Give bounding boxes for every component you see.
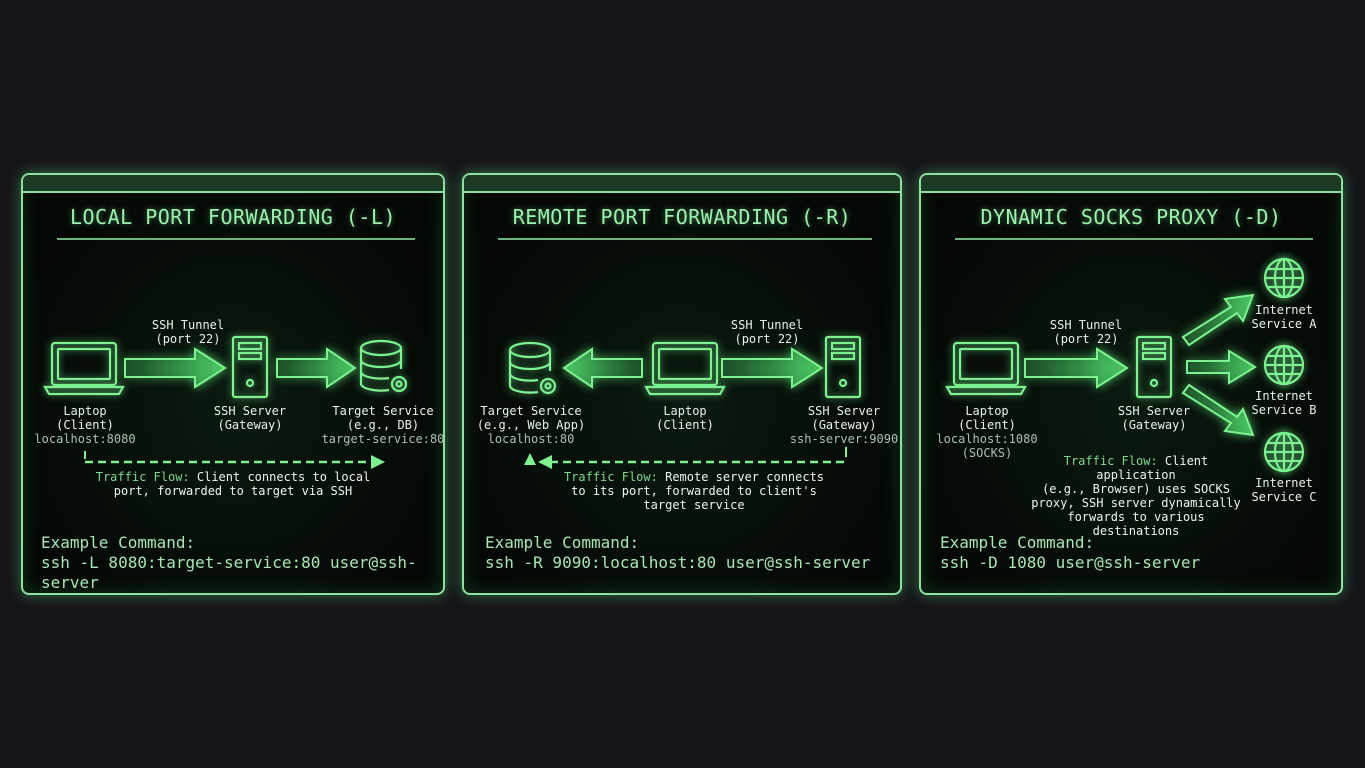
tunnel-label: SSH Tunnel(port 22) (730, 318, 804, 346)
command-label: Example Command: (485, 533, 640, 552)
tunnel-label: SSH Tunnel(port 22) (151, 318, 225, 346)
server-icon (1135, 335, 1173, 399)
tunnel-arrow (1024, 347, 1129, 389)
title-divider (955, 238, 1313, 240)
fanout-arrows (1181, 293, 1257, 437)
command-text: ssh -L 8080:target-service:80 user@ssh-s… (41, 553, 417, 592)
panel-local-forwarding: LOCAL PORT FORWARDING (-L) SSH Tunnel(po… (21, 173, 445, 595)
node-server-label: SSH Server(Gateway) (1117, 404, 1191, 432)
node-target-label: Target Service(e.g., Web App) localhost:… (476, 404, 586, 446)
globe-icon (1263, 431, 1305, 473)
server-icon (231, 335, 269, 399)
command-label: Example Command: (41, 533, 196, 552)
globe-icon (1263, 344, 1305, 386)
node-laptop-label: Laptop(Client) localhost:8080 (34, 404, 136, 446)
title-divider (498, 238, 872, 240)
traffic-flow-text: Traffic Flow: Remote server connects to … (563, 470, 825, 512)
laptop-icon (644, 341, 726, 396)
panel-titlebar (464, 175, 900, 193)
panel-title: LOCAL PORT FORWARDING (-L) (69, 205, 397, 229)
laptop-icon (43, 341, 125, 396)
example-command: Example Command: ssh -D 1080 user@ssh-se… (940, 533, 1200, 573)
forward-arrow (276, 347, 357, 389)
traffic-flow-text: Traffic Flow: Client connects to local p… (95, 470, 371, 498)
database-icon (359, 339, 408, 393)
tunnel-arrow (124, 347, 227, 389)
tunnel-label: SSH Tunnel(port 22) (1049, 318, 1123, 346)
panel-dynamic-socks: DYNAMIC SOCKS PROXY (-D) SSH Tunnel(port… (919, 173, 1343, 595)
node-target-label: Target Service(e.g., DB) target-service:… (321, 404, 445, 446)
panel-title: REMOTE PORT FORWARDING (-R) (512, 205, 852, 229)
traffic-flow-arrow (524, 447, 847, 469)
title-divider (57, 238, 415, 240)
panel-titlebar (921, 175, 1341, 193)
traffic-flow-text: Traffic Flow: Client application (e.g., … (1031, 454, 1241, 538)
panel-title: DYNAMIC SOCKS PROXY (-D) (980, 205, 1282, 229)
command-label: Example Command: (940, 533, 1095, 552)
tunnel-arrow (721, 347, 824, 389)
laptop-icon (945, 341, 1027, 396)
panel-titlebar (23, 175, 443, 193)
command-text: ssh -R 9090:localhost:80 user@ssh-server (485, 553, 871, 572)
database-icon (508, 341, 557, 395)
server-icon (824, 335, 862, 399)
node-server-label: SSH Server(Gateway) (213, 404, 287, 432)
traffic-flow-arrow (84, 451, 385, 469)
node-laptop-label: Laptop(Client) (656, 404, 714, 432)
example-command: Example Command: ssh -L 8080:target-serv… (41, 533, 443, 593)
node-server-label: SSH Server(Gateway) ssh-server:9090 (789, 404, 899, 446)
node-laptop-label: Laptop(Client) localhost:1080 (SOCKS) (936, 404, 1038, 460)
command-text: ssh -D 1080 user@ssh-server (940, 553, 1201, 572)
globe-icon (1263, 257, 1305, 299)
example-command: Example Command: ssh -R 9090:localhost:8… (485, 533, 870, 573)
panel-remote-forwarding: REMOTE PORT FORWARDING (-R) SSH Tunnel(p… (462, 173, 902, 595)
reverse-arrow (562, 347, 643, 389)
